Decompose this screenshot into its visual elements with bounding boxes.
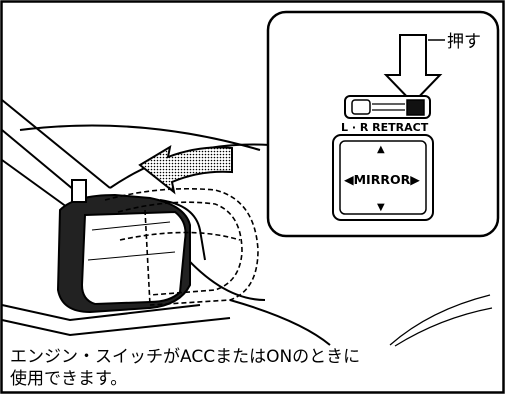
push-label: 押す [447,32,481,52]
mirror-control-label: ◀MIRROR▶ [344,172,420,187]
mirror-control-pad[interactable] [332,134,434,221]
side-mirror-illustration [56,179,206,314]
door-edge-lines [389,294,493,347]
retract-switch[interactable] [344,95,431,119]
caption-line-2: 使用できます。 [10,369,128,389]
mirror-down-icon: ▼ [377,202,385,213]
callout-panel [266,10,500,238]
folded-mirror-outline [104,187,259,306]
mirror-up-icon: ▲ [377,144,385,155]
push-arrow-icon [383,34,443,105]
retract-direction-arrow [138,144,233,195]
switch-label: L · R RETRACT [341,121,429,134]
caption-line-1: エンジン・スイッチがACCまたはONのときに [10,347,361,367]
